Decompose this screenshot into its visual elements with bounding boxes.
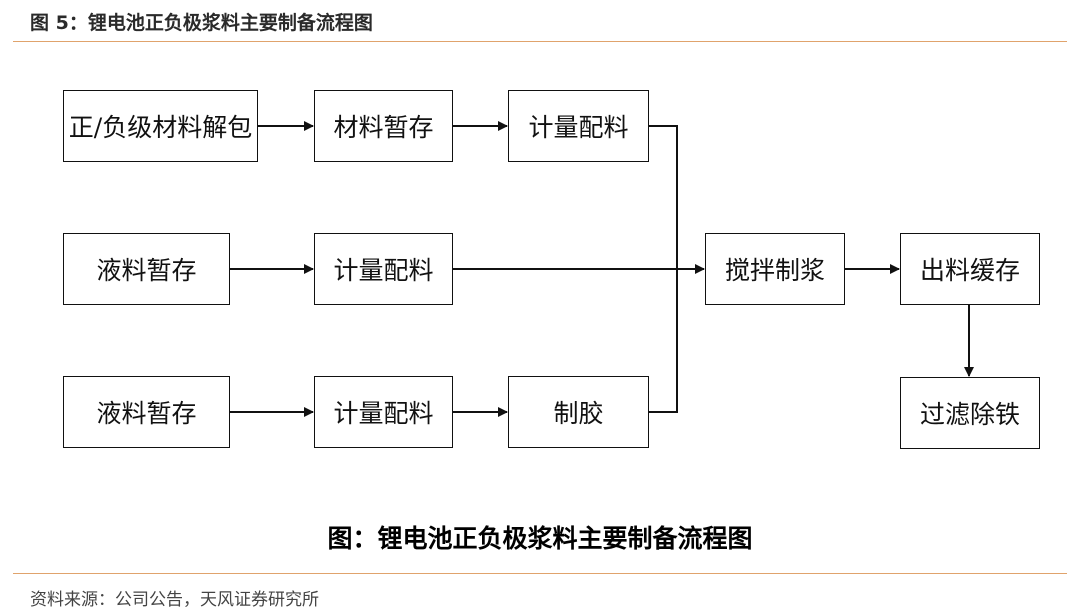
source-note: 资料来源：公司公告，天风证券研究所	[30, 590, 319, 610]
node-metering-2: 计量配料	[314, 233, 453, 305]
node-filter-iron-removal: 过滤除铁	[900, 377, 1040, 449]
node-liquid-storage-2: 液料暂存	[63, 376, 230, 448]
node-mixing: 搅拌制浆	[705, 233, 845, 305]
figure-title: 图 5：锂电池正负极浆料主要制备流程图	[30, 12, 373, 34]
node-metering-3: 计量配料	[314, 376, 453, 448]
diagram-caption: 图：锂电池正负极浆料主要制备流程图	[327, 524, 753, 553]
top-divider	[13, 41, 1067, 42]
node-material-unpack: 正/负级材料解包	[63, 90, 258, 162]
node-liquid-storage-1: 液料暂存	[63, 233, 230, 305]
node-glue-making: 制胶	[508, 376, 649, 448]
node-metering-1: 计量配料	[508, 90, 649, 162]
bottom-divider	[13, 573, 1067, 574]
node-discharge-buffer: 出料缓存	[900, 233, 1040, 305]
node-material-storage: 材料暂存	[314, 90, 453, 162]
